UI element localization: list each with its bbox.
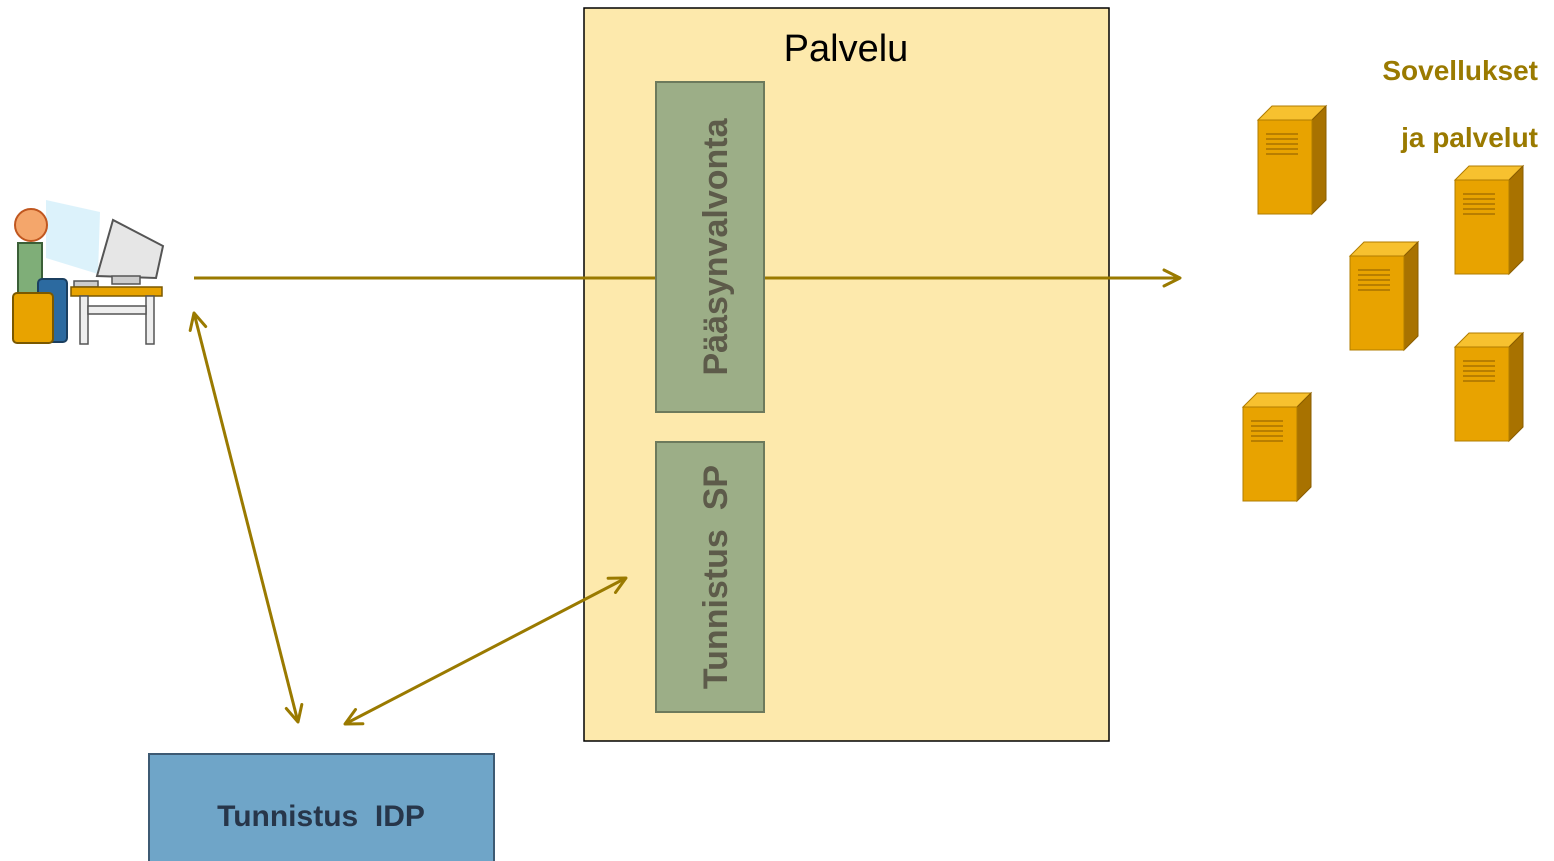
- idp-sp-arrow: [343, 576, 628, 726]
- server-icon: [1454, 332, 1524, 442]
- applications-label-line1: Sovellukset: [1382, 55, 1538, 86]
- user-idp-arrow: [188, 311, 304, 724]
- idp-box: [148, 753, 495, 861]
- applications-label-line2: ja palvelut: [1400, 122, 1538, 153]
- sp-module: [655, 441, 765, 713]
- sp-label: Tunnistus SP: [697, 465, 735, 689]
- server-icon: [1257, 105, 1327, 215]
- user-at-computer-icon: [12, 200, 165, 345]
- service-title: Palvelu: [784, 28, 909, 70]
- access-control-module: [655, 81, 765, 413]
- access-control-label: Pääsynvalvonta: [697, 117, 735, 375]
- server-icon: [1454, 165, 1524, 275]
- server-icon: [1349, 241, 1419, 351]
- idp-label: Tunnistus IDP: [217, 800, 425, 833]
- server-icon: [1242, 392, 1312, 502]
